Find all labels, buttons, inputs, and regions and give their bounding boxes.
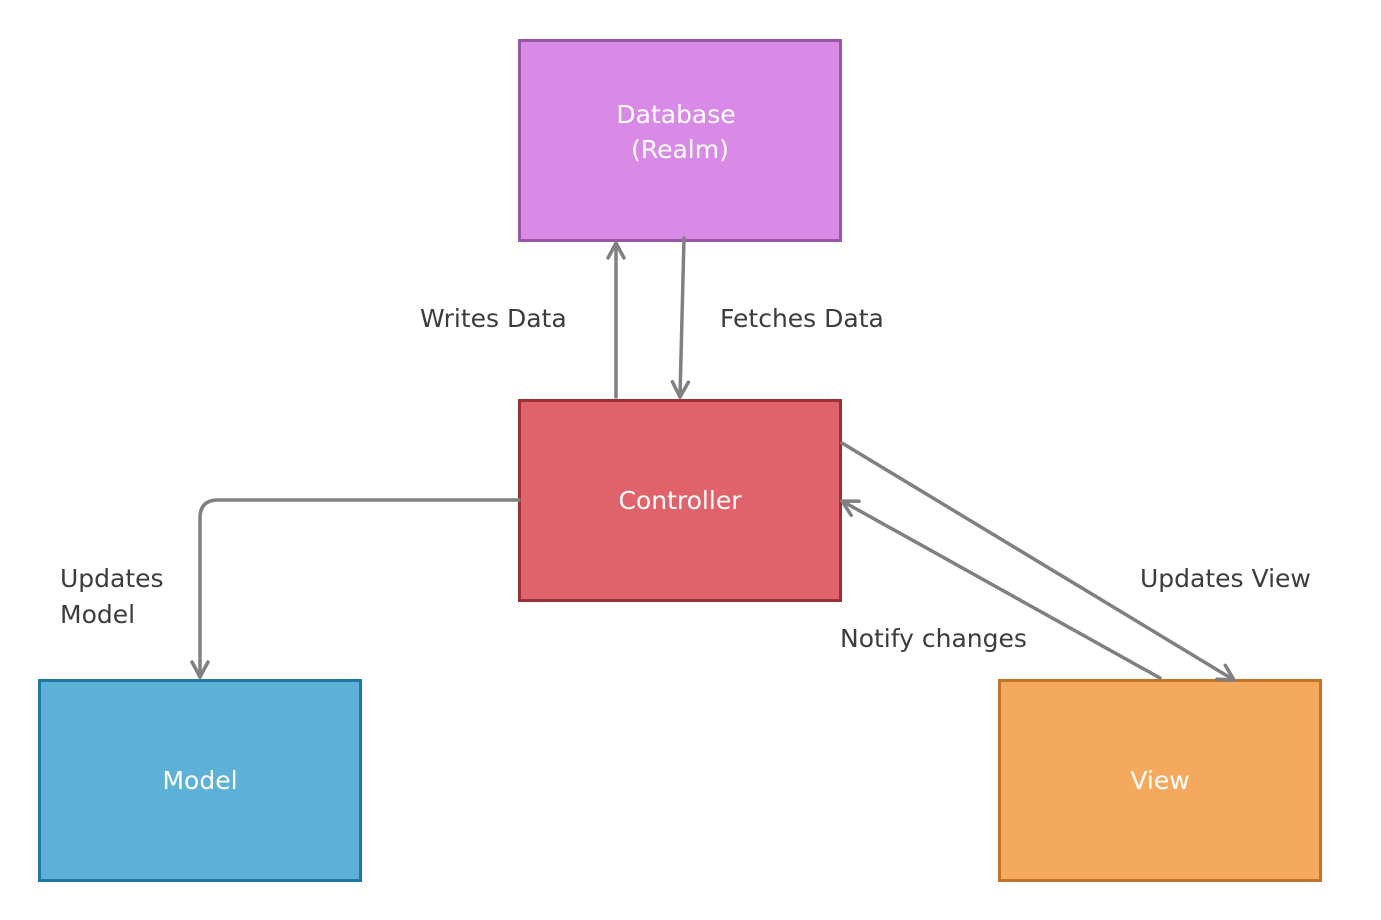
notify-changes-label: Notify changes — [840, 624, 1027, 653]
fetches-data-label: Fetches Data — [720, 304, 884, 333]
view-node: View — [998, 679, 1322, 882]
updates-model-arrow — [190, 498, 521, 679]
database-label-line-2: (Realm) — [631, 135, 729, 164]
view-box — [998, 679, 1322, 882]
view-label: View — [1130, 766, 1189, 795]
updates-view-label: Updates View — [1140, 564, 1311, 593]
fetches-data-label-line-1: Fetches Data — [720, 304, 884, 333]
fetches-data-arrow — [670, 236, 691, 399]
database-label: Database (Realm) — [616, 100, 743, 164]
model-label: Model — [162, 766, 237, 795]
notify-changes-arrow — [840, 499, 1162, 680]
database-label-line-1: Database — [616, 100, 735, 129]
database-node: Database (Realm) — [518, 39, 842, 242]
updates-model-label: Updates Model — [60, 564, 172, 629]
controller-node: Controller — [518, 399, 842, 602]
model-box — [38, 679, 362, 882]
database-box — [518, 39, 842, 242]
writes-data-label: Writes Data — [420, 304, 567, 333]
updates-view-arrow — [840, 441, 1236, 682]
model-label-line-1: Model — [162, 766, 237, 795]
updates-model-label-line-1: Updates — [60, 564, 164, 593]
notify-changes-label-line-1: Notify changes — [840, 624, 1027, 653]
updates-model-label-line-2: Model — [60, 600, 135, 629]
controller-label: Controller — [619, 486, 743, 515]
model-node: Model — [38, 679, 362, 882]
updates-view-label-line-1: Updates View — [1140, 564, 1311, 593]
view-label-line-1: View — [1130, 766, 1189, 795]
controller-label-line-1: Controller — [619, 486, 743, 515]
writes-data-label-line-1: Writes Data — [420, 304, 567, 333]
